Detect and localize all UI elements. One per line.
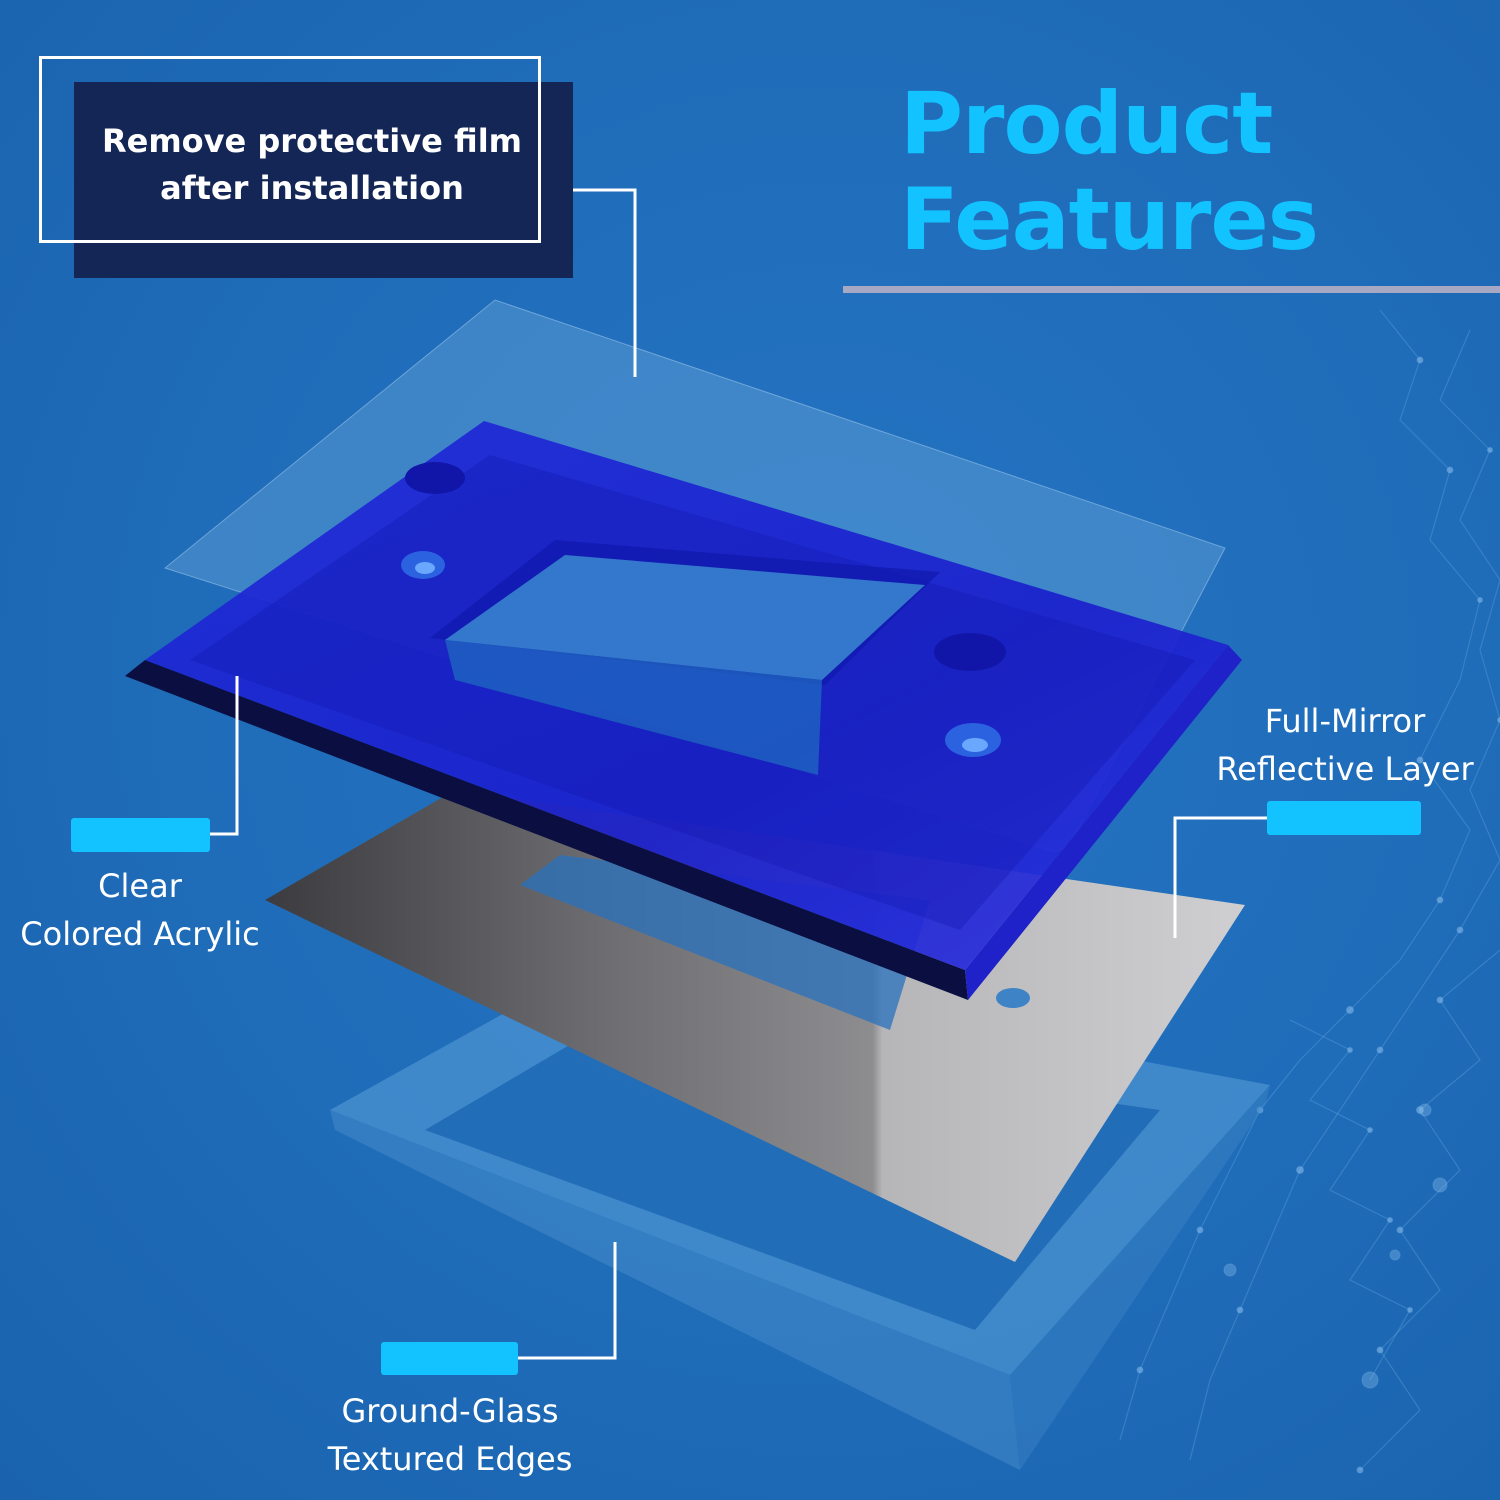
edges-label-line-1: Ground-Glass — [341, 1392, 559, 1430]
edges-label-line-2: Textured Edges — [327, 1440, 573, 1478]
page-title: Product Features — [900, 76, 1460, 268]
note-line-2: after installation — [160, 169, 464, 207]
mirror-label-line-2: Reflective Layer — [1216, 750, 1474, 788]
network-decoration — [1119, 309, 1500, 1474]
acrylic-label-tag — [71, 818, 210, 852]
acrylic-label: Clear Colored Acrylic — [10, 862, 270, 958]
edges-label: Ground-Glass Textured Edges — [300, 1387, 600, 1483]
ground-glass-frame — [330, 960, 1270, 1470]
title-divider — [843, 286, 1500, 293]
edges-label-tag — [381, 1342, 518, 1375]
protective-film-note: Remove protective film after installatio… — [78, 118, 546, 212]
title-line-2: Features — [900, 170, 1319, 270]
mirror-label-tag — [1267, 801, 1421, 835]
note-box-background — [74, 82, 573, 278]
title-line-1: Product — [900, 74, 1273, 174]
note-box-frame — [39, 56, 541, 243]
acrylic-plate — [125, 421, 1242, 1000]
mirror-label-line-1: Full-Mirror — [1264, 702, 1426, 740]
acrylic-label-line-1: Clear — [98, 867, 182, 905]
acrylic-label-line-2: Colored Acrylic — [20, 915, 260, 953]
mirror-label: Full-Mirror Reflective Layer — [1200, 697, 1490, 793]
note-line-1: Remove protective film — [101, 122, 522, 160]
